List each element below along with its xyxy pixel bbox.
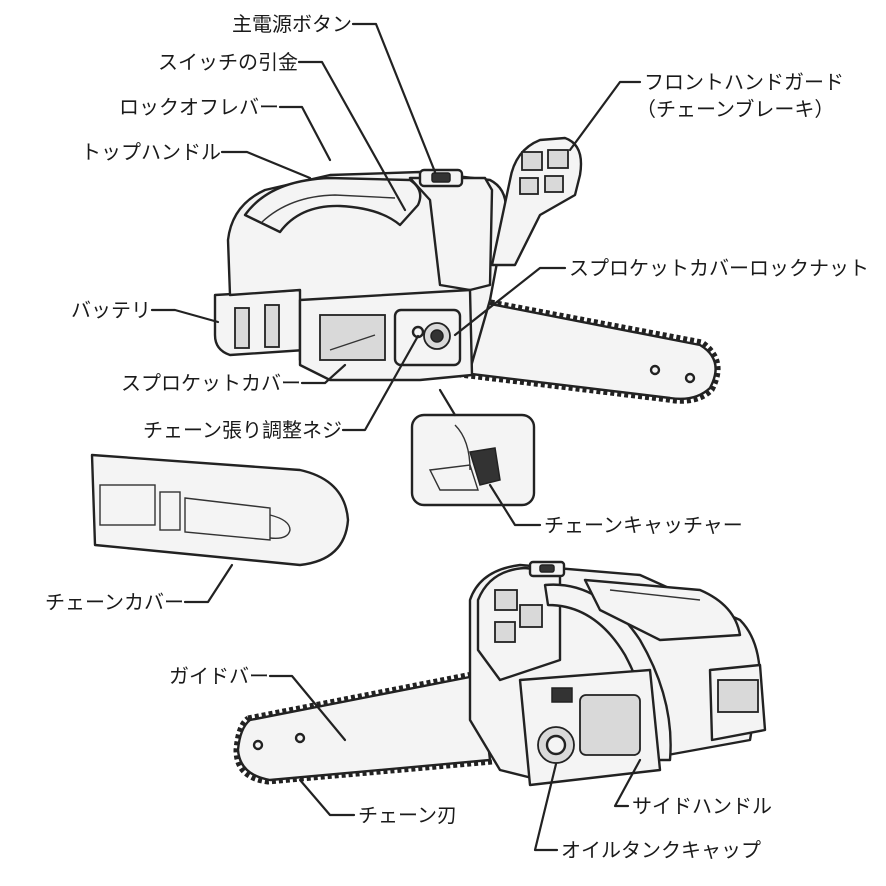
top-guide-bar — [453, 298, 717, 401]
label-lock-off-lever: ロックオフレバー — [119, 95, 279, 119]
label-sprocket-cover-lock-nut: スプロケットカバーロックナット — [569, 256, 869, 280]
bottom-guide-bar — [236, 673, 492, 782]
label-chain-cover: チェーンカバー — [45, 590, 184, 614]
label-battery: バッテリ — [71, 298, 151, 322]
label-side-handle: サイドハンドル — [632, 794, 772, 818]
label-oil-tank-cap: オイルタンクキャップ — [561, 838, 761, 862]
top-chainsaw — [213, 136, 721, 507]
label-top-handle: トップハンドル — [81, 140, 221, 164]
leader-lines — [150, 22, 642, 852]
top-battery — [213, 288, 307, 357]
label-chain-tension-screw: チェーン張り調整ネジ — [143, 418, 342, 442]
label-saw-chain: チェーン刃 — [358, 803, 457, 827]
top-handle-shape — [243, 176, 422, 234]
label-sprocket-cover: スプロケットカバー — [121, 371, 301, 395]
label-front-hand-guard-line2: （チェーンブレーキ） — [636, 97, 835, 121]
chain-cover-shape — [90, 453, 350, 567]
label-main-power-button: 主電源ボタン — [232, 12, 352, 36]
label-switch-trigger: スイッチの引金 — [158, 50, 298, 74]
top-front-hand-guard — [490, 136, 583, 267]
label-chain-catcher: チェーンキャッチャー — [544, 513, 743, 537]
label-guide-bar: ガイドバー — [169, 664, 269, 688]
label-front-hand-guard-line1: フロントハンドガード — [644, 70, 844, 94]
bottom-chainsaw — [233, 560, 767, 787]
